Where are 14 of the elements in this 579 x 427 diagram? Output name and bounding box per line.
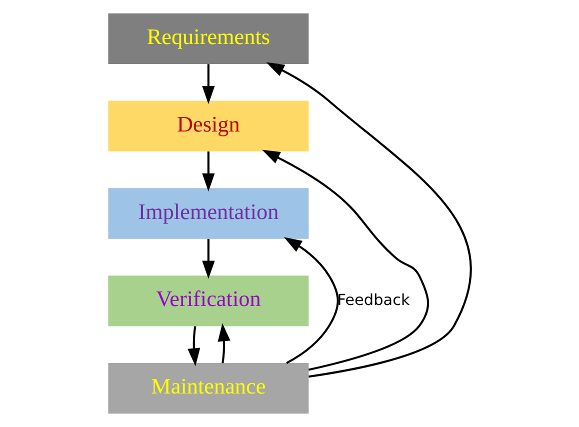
node-box: Requirements [108, 13, 308, 64]
node-box: Verification [108, 276, 308, 326]
arrow [261, 150, 429, 371]
arrow [202, 238, 214, 279]
arrow [283, 237, 338, 364]
arrow [266, 62, 471, 378]
node-box: Implementation [108, 188, 308, 239]
node-box: Design [108, 100, 308, 152]
arrow [202, 152, 214, 192]
arrow [202, 64, 214, 104]
node-box: Maintenance [108, 362, 308, 414]
arrow [217, 323, 230, 364]
edge-label: Feedback [336, 290, 410, 309]
arrow [187, 326, 200, 366]
